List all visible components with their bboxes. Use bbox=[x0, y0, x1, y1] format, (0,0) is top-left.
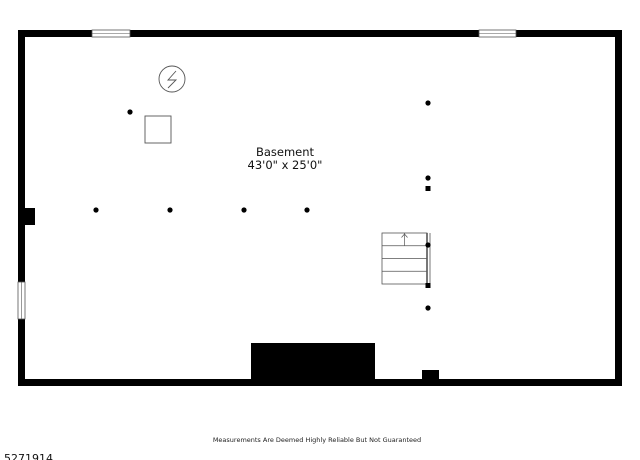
support-post bbox=[241, 207, 247, 213]
window-icon bbox=[91, 29, 131, 38]
window-icon bbox=[17, 281, 26, 320]
wall-top bbox=[18, 30, 622, 37]
foundation-block bbox=[251, 343, 375, 383]
wall-bump-bottom bbox=[422, 370, 439, 382]
wall-bump-left bbox=[25, 208, 35, 225]
measurement-disclaimer: Measurements Are Deemed Highly Reliable … bbox=[212, 436, 422, 444]
support-post bbox=[425, 242, 431, 248]
listing-id: 5271914 bbox=[4, 452, 53, 460]
wall-right bbox=[615, 30, 622, 386]
stairs-up-icon bbox=[381, 232, 431, 285]
room-name: Basement bbox=[255, 145, 315, 159]
support-post bbox=[127, 109, 133, 115]
support-post bbox=[425, 100, 431, 106]
room-dimensions: 43'0" x 25'0" bbox=[247, 158, 323, 172]
utility-fixture bbox=[144, 115, 172, 144]
support-post bbox=[304, 207, 310, 213]
support-post bbox=[425, 175, 431, 181]
electrical-panel-icon bbox=[158, 65, 186, 93]
support-post bbox=[425, 305, 431, 311]
support-post bbox=[167, 207, 173, 213]
support-post bbox=[425, 283, 431, 288]
support-post bbox=[93, 207, 99, 213]
support-post bbox=[425, 186, 431, 191]
wall-left bbox=[18, 30, 25, 386]
window-icon bbox=[478, 29, 517, 38]
